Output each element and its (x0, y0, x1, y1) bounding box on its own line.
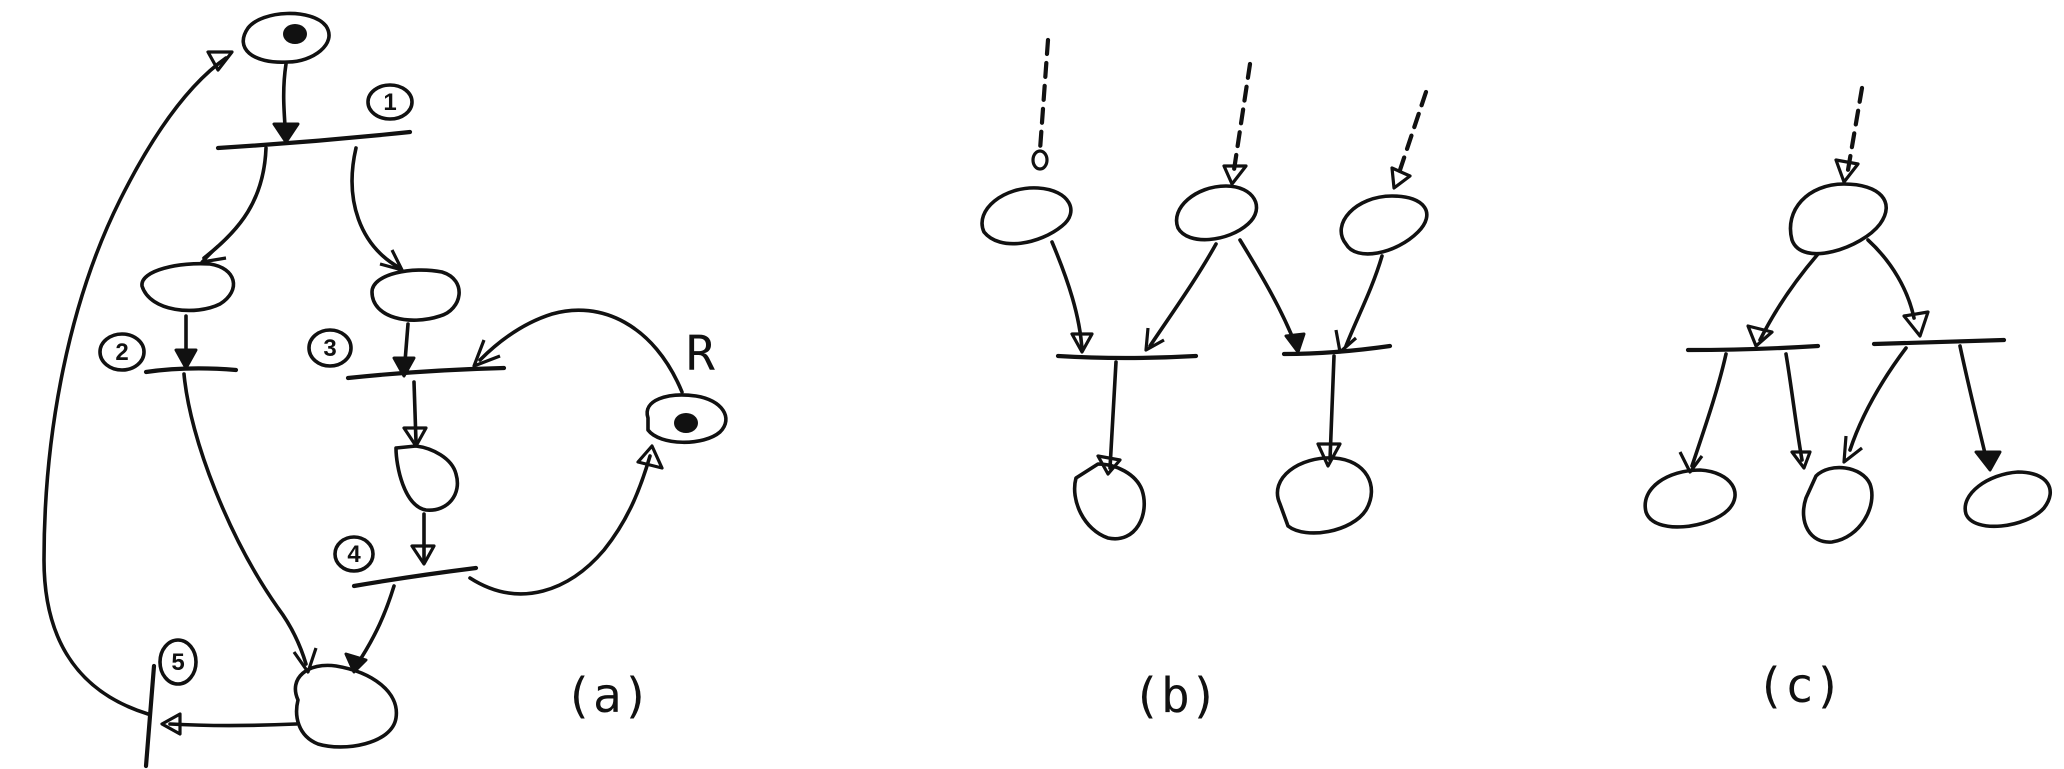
arc (42, 56, 228, 716)
place (1275, 456, 1374, 535)
transition-2-number: 2 (115, 339, 128, 366)
place-bottom (293, 663, 399, 749)
input-arc-dashed (1845, 85, 1865, 173)
arrowhead (636, 444, 664, 470)
transition-5-bar (143, 663, 157, 769)
arrowhead (344, 652, 368, 674)
transition-4-number: 4 (347, 541, 361, 568)
panel-b: (b) (980, 37, 1429, 724)
arc (1958, 344, 1990, 468)
arrowhead (1790, 450, 1812, 470)
arrowhead (1284, 332, 1306, 354)
place (1801, 465, 1874, 544)
arrowhead (1316, 442, 1342, 468)
place (1339, 194, 1429, 256)
transition-bar (1871, 337, 2007, 347)
resource-label: R (686, 326, 715, 382)
arc (1238, 238, 1298, 348)
place (1174, 184, 1259, 242)
arc (1848, 346, 1908, 452)
panel-c: (c) (1643, 85, 2052, 714)
place-left (140, 261, 236, 313)
arrowhead (392, 356, 416, 378)
arrowhead (1902, 310, 1930, 338)
arrowhead (1834, 158, 1860, 184)
place-right (370, 268, 461, 322)
place (1643, 468, 1737, 529)
arc (1690, 352, 1728, 468)
transition-3-marker (307, 328, 353, 368)
token (283, 24, 307, 44)
arrowhead (1746, 324, 1774, 348)
transition-3-number: 3 (323, 335, 336, 362)
arc (354, 584, 396, 668)
arc (182, 372, 308, 666)
transition-3-bar (345, 365, 507, 381)
arrowhead (402, 426, 428, 448)
arc (468, 454, 652, 596)
arc (202, 146, 268, 260)
panel-c-caption: (c) (1756, 658, 1843, 714)
input-arc-dashed (1037, 37, 1051, 153)
arrowhead (1842, 435, 1863, 464)
transition-2-marker (98, 332, 146, 372)
place-resource-marked (645, 393, 728, 445)
arrowhead (1390, 166, 1412, 190)
place (1072, 462, 1147, 541)
arrowhead (292, 647, 318, 674)
place (1788, 182, 1888, 256)
arrowhead (200, 244, 227, 264)
arc (1784, 352, 1804, 462)
input-arc-dashed (1395, 89, 1429, 179)
place (1963, 470, 2052, 529)
arc (412, 380, 418, 444)
arrowhead (1222, 164, 1248, 186)
arrowhead (410, 544, 436, 566)
transition-5-marker (158, 638, 198, 686)
arrowhead (472, 339, 501, 368)
transition-5-number: 5 (171, 649, 184, 676)
place-middle (394, 444, 460, 512)
arrowhead (206, 50, 234, 72)
arrowhead (379, 249, 404, 272)
arrowhead (272, 122, 300, 144)
transition-1-number: 1 (383, 89, 396, 116)
transition-2-bar (143, 366, 239, 375)
arc (350, 146, 402, 270)
arrowhead (1096, 454, 1122, 476)
arc (1866, 238, 1916, 320)
arc (478, 308, 684, 394)
transition-bar (1281, 343, 1393, 357)
arc (1148, 242, 1218, 348)
transition-4-marker (333, 535, 375, 573)
arrowhead (1144, 327, 1165, 352)
transition-bar (1055, 353, 1199, 361)
panel-b-caption: (b) (1132, 668, 1219, 724)
place-initial-marked (241, 11, 331, 64)
panel-a: 1 2 3 4 5 R (42, 11, 728, 769)
panel-a-caption: (a) (564, 668, 651, 724)
arc (168, 722, 298, 728)
arrowhead (1678, 451, 1704, 474)
arrowhead (174, 348, 198, 370)
arrowhead (160, 712, 182, 736)
transition-bar (1685, 343, 1821, 353)
arrowhead (1974, 450, 2002, 472)
input-arc-dashed (1231, 61, 1253, 173)
arrowhead (1070, 332, 1094, 354)
transition-1-bar (215, 129, 413, 151)
arc (1108, 360, 1118, 470)
arc (1344, 254, 1384, 348)
arc (1050, 240, 1084, 352)
transition-4-bar (351, 565, 479, 589)
arrowhead (1334, 329, 1358, 354)
token (674, 413, 698, 433)
arrowhead (1031, 149, 1049, 171)
arc (1758, 252, 1820, 342)
place (980, 186, 1073, 246)
transition-1-marker (366, 83, 414, 121)
